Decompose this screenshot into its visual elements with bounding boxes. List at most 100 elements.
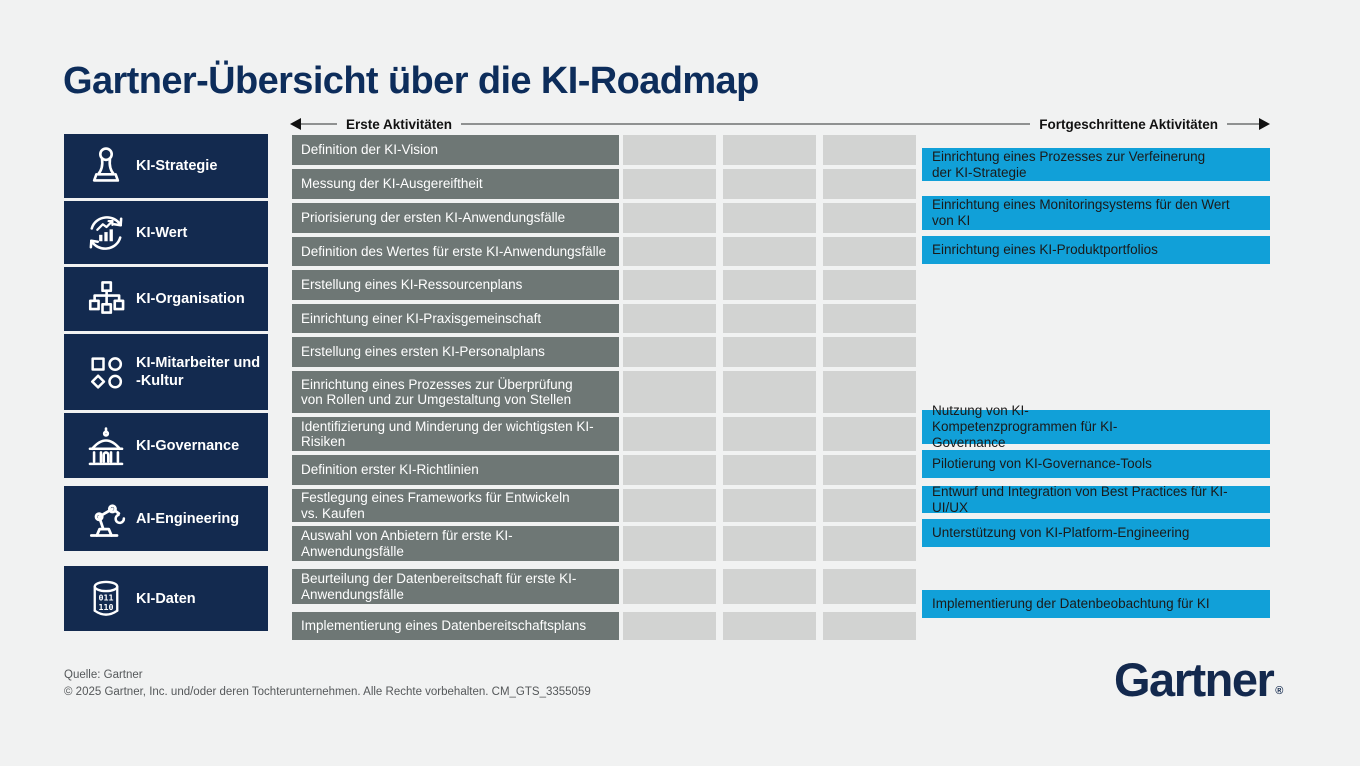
advanced-activity-box: Einrichtung eines KI-Produktportfolios [922, 236, 1270, 264]
roadmap-row: Priorisierung der ersten KI-Anwendungsfä… [292, 203, 916, 233]
empty-phase-cell [823, 270, 916, 300]
advanced-activity-box: Nutzung von KI-Kompetenzprogrammen für K… [922, 403, 1270, 450]
empty-phase-cell [823, 417, 916, 451]
sidebar-item-ki-wert: KI-Wert [64, 201, 268, 264]
org-chart-icon [80, 278, 132, 320]
empty-phase-cell [723, 237, 816, 266]
empty-phase-cell [823, 489, 916, 522]
database-icon: 011 110 [80, 578, 132, 620]
roadmap-row: Identifizierung und Minderung der wichti… [292, 417, 916, 451]
early-activity-label: Auswahl von Anbietern für erste KI-Anwen… [301, 528, 513, 559]
sidebar-label: KI-Mitarbeiter und -Kultur [136, 355, 261, 389]
empty-phase-cell [723, 337, 816, 367]
sidebar-item-ki-governance: KI-Governance [64, 413, 268, 478]
empty-phase-cell [823, 612, 916, 640]
advanced-activity-box: Einrichtung eines Prozesses zur Verfeine… [922, 148, 1270, 181]
footer-copyright: © 2025 Gartner, Inc. und/oder deren Toch… [64, 686, 591, 698]
empty-phase-cell [723, 135, 816, 165]
roadmap-row: Definition des Wertes für erste KI-Anwen… [292, 237, 916, 266]
roadmap-row: Einrichtung eines Prozesses zur Überprüf… [292, 371, 916, 413]
advanced-activity-label: Nutzung von KI-Kompetenzprogrammen für K… [932, 403, 1118, 450]
gartner-logo-text: Gartner [1114, 653, 1275, 706]
early-activity-label: Festlegung eines Frameworks für Entwicke… [301, 490, 570, 521]
advanced-activity-box: Entwurf und Integration von Best Practic… [922, 483, 1270, 515]
advanced-activity-label: Einrichtung eines Prozesses zur Verfeine… [932, 148, 1206, 180]
sidebar-label: KI-Wert [136, 224, 188, 241]
roadmap-row: Festlegung eines Frameworks für Entwicke… [292, 489, 916, 522]
empty-phase-cell [623, 304, 716, 333]
early-activity-box: Erstellung eines KI-Ressourcenplans [292, 270, 619, 300]
roadmap-row: Erstellung eines KI-Ressourcenplans [292, 270, 916, 300]
empty-phase-cell [623, 455, 716, 485]
roadmap-row: Einrichtung einer KI-Praxisgemeinschaft [292, 304, 916, 333]
roadmap-row: Beurteilung der Datenbereitschaft für er… [292, 569, 916, 604]
sidebar-item-ki-mitarbeiter: KI-Mitarbeiter und -Kultur [64, 334, 268, 410]
empty-phase-cell [623, 569, 716, 604]
timeline-axis: Erste Aktivitäten Fortgeschrittene Aktiv… [290, 116, 1270, 132]
empty-phase-cell [723, 371, 816, 413]
empty-phase-cell [723, 270, 816, 300]
sidebar-label: KI-Strategie [136, 158, 218, 174]
timeline-left-label: Erste Aktivitäten [346, 116, 453, 132]
empty-phase-cell [823, 237, 916, 266]
early-activity-label: Identifizierung und Minderung der wichti… [301, 418, 594, 450]
government-building-icon [80, 424, 132, 468]
arrow-left-icon [290, 118, 301, 130]
empty-phase-cell [723, 304, 816, 333]
empty-phase-cell [623, 371, 716, 413]
early-activity-box: Einrichtung einer KI-Praxisgemeinschaft [292, 304, 619, 333]
sidebar-label: KI-Daten [136, 590, 196, 607]
roadmap-row: Implementierung eines Datenbereitschafts… [292, 612, 916, 640]
empty-phase-cell [723, 417, 816, 451]
early-activity-box: Festlegung eines Frameworks für Entwicke… [292, 489, 619, 522]
registered-trademark-icon: ® [1275, 685, 1284, 697]
advanced-activity-label: Einrichtung eines Monitoringsystems für … [932, 197, 1230, 228]
advanced-activity-label: Entwurf und Integration von Best Practic… [932, 483, 1228, 515]
empty-phase-cell [823, 371, 916, 413]
early-activity-box: Einrichtung eines Prozesses zur Überprüf… [292, 371, 619, 413]
empty-phase-cell [623, 237, 716, 266]
early-activity-label: Definition der KI-Vision [301, 142, 439, 158]
sidebar-label: AI-Engineering [136, 510, 240, 527]
empty-phase-cell [623, 135, 716, 165]
empty-phase-cell [623, 169, 716, 199]
early-activity-box: Definition der KI-Vision [292, 135, 619, 165]
svg-text:110: 110 [98, 601, 113, 611]
timeline-right-label: Fortgeschrittene Aktivitäten [1039, 116, 1218, 132]
early-activity-label: Implementierung eines Datenbereitschafts… [301, 618, 587, 634]
early-activity-label: Priorisierung der ersten KI-Anwendungsfä… [301, 210, 566, 226]
empty-phase-cell [823, 203, 916, 233]
empty-phase-cell [723, 455, 816, 485]
gartner-logo: Gartner® [1114, 652, 1284, 707]
early-activity-label: Messung der KI-Ausgereiftheit [301, 176, 483, 192]
footer-source: Quelle: Gartner [64, 669, 143, 681]
sidebar-label: KI-Organisation [136, 291, 245, 307]
early-activity-label: Einrichtung eines Prozesses zur Überprüf… [301, 376, 573, 408]
empty-phase-cell [623, 612, 716, 640]
early-activity-label: Definition des Wertes für erste KI-Anwen… [301, 243, 607, 259]
early-activity-box: Definition erster KI-Richtlinien [292, 455, 619, 485]
advanced-activity-box: Pilotierung von KI-Governance-Tools [922, 450, 1270, 478]
advanced-activity-box: Einrichtung eines Monitoringsystems für … [922, 196, 1270, 230]
arrow-right-icon [1259, 118, 1270, 130]
empty-phase-cell [823, 569, 916, 604]
svg-text:011: 011 [98, 592, 113, 602]
advanced-activity-box: Unterstützung von KI-Platform-Engineerin… [922, 519, 1270, 547]
timeline-line [301, 123, 337, 125]
page-title: Gartner-Übersicht über die KI-Roadmap [63, 60, 759, 102]
early-activity-box: Beurteilung der Datenbereitschaft für er… [292, 569, 619, 604]
early-activity-box: Messung der KI-Ausgereiftheit [292, 169, 619, 199]
people-shapes-icon [80, 352, 132, 392]
empty-phase-cell [723, 203, 816, 233]
sidebar-label: KI-Governance [136, 437, 240, 454]
roadmap-row: Definition erster KI-Richtlinien [292, 455, 916, 485]
empty-phase-cell [823, 169, 916, 199]
sidebar-item-ki-daten: 011 110 KI-Daten [64, 566, 268, 631]
early-activity-label: Erstellung eines ersten KI-Personalplans [301, 344, 545, 360]
roadmap-row: Auswahl von Anbietern für erste KI-Anwen… [292, 526, 916, 561]
empty-phase-cell [823, 455, 916, 485]
early-activity-box: Definition des Wertes für erste KI-Anwen… [292, 237, 619, 266]
timeline-line [1227, 123, 1259, 125]
empty-phase-cell [623, 417, 716, 451]
